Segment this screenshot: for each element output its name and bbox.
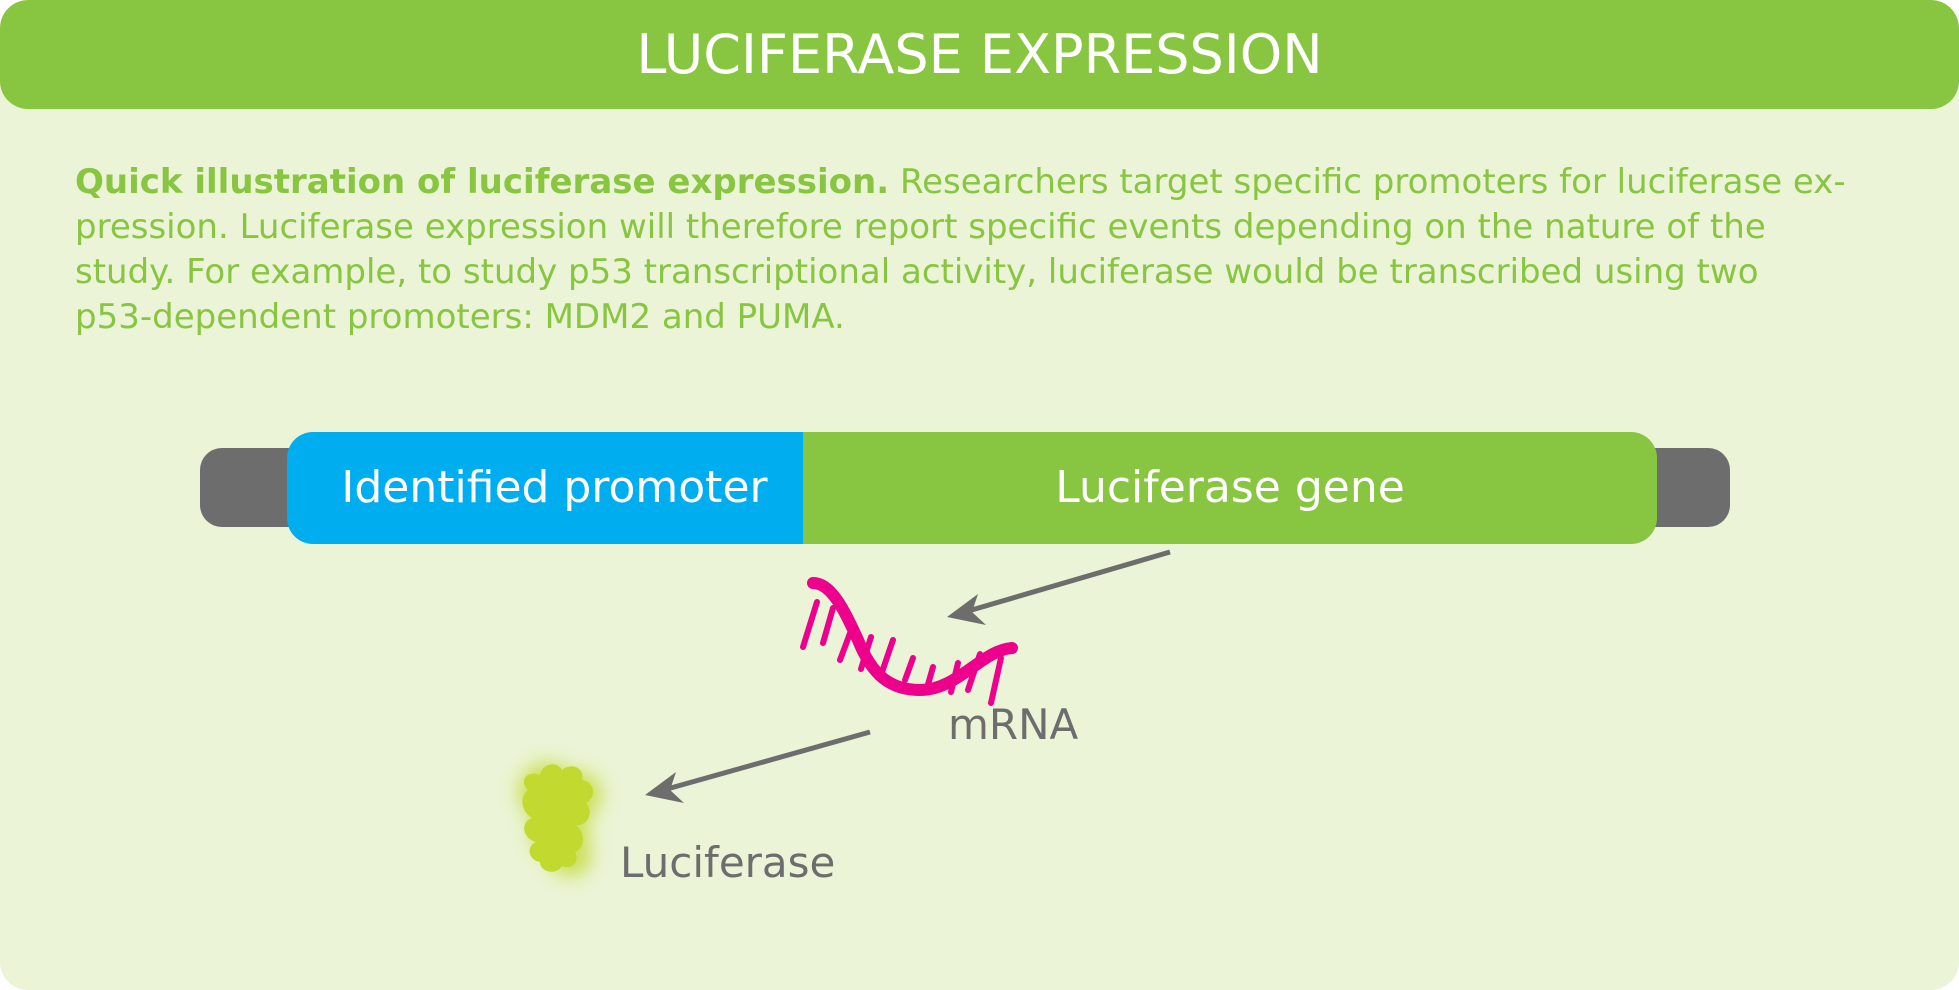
mrna-strand-icon [800,577,1018,706]
arrow-icon [947,549,1171,625]
intro-bold-lead: Quick illustration of luciferase express… [75,162,890,202]
intro-paragraph: Quick illustration of luciferase express… [75,160,1875,340]
intro-line-4: p53-dependent promoters: MDM2 and PUMA. [75,297,845,337]
page-title: LUCIFERASE EXPRESSION [636,23,1323,86]
intro-line-2: pression. Luciferase expression will the… [75,207,1766,247]
intro-line-1-text: Researchers target specific promoters fo… [889,162,1846,202]
intro-line-3: study. For example, to study p53 transcr… [75,252,1759,292]
header-bar [0,0,1959,109]
promoter-segment [287,432,822,544]
intro-line-1: Quick illustration of luciferase express… [75,160,1875,205]
luciferase-protein-icon [518,762,602,877]
mrna-label: mRNA [948,700,1079,749]
promoter-label: Identified promoter [341,462,768,513]
luciferase-gene-segment [803,432,1657,544]
gene-label: Luciferase gene [1055,462,1405,513]
luciferase-label: Luciferase [620,838,836,887]
arrow-icon [645,729,871,803]
